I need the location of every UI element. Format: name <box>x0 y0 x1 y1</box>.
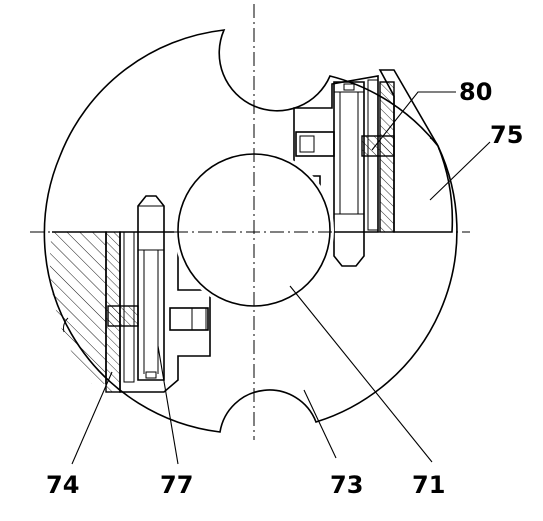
leader-71 <box>289 285 433 463</box>
label-73: 73 <box>330 471 363 499</box>
leader-lines <box>71 91 491 465</box>
right-pin-cavity <box>293 75 395 233</box>
housing-body <box>43 29 458 433</box>
pin-77 <box>137 195 165 381</box>
leader-75 <box>429 141 491 201</box>
leader-77 <box>157 345 179 465</box>
leader-80 <box>371 91 456 151</box>
pin-right <box>333 81 365 267</box>
leader-74 <box>71 371 113 465</box>
label-75: 75 <box>490 121 523 149</box>
label-71: 71 <box>412 471 445 499</box>
label-80: 80 <box>459 78 492 106</box>
label-74: 74 <box>46 471 79 499</box>
leader-73 <box>303 389 337 459</box>
label-77: 77 <box>160 471 193 499</box>
